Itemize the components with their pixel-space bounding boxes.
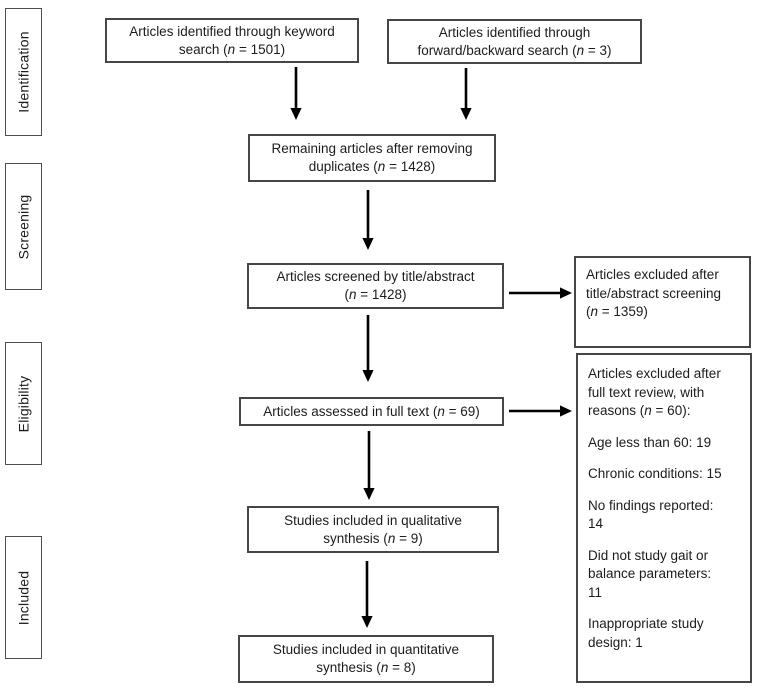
- line-text: duplicates (: [308, 159, 378, 174]
- flow-box-fulltext-assessed: Articles assessed in full text (n = 69): [239, 397, 504, 426]
- side-box-excluded-fulltext: Articles excluded after full text review…: [576, 353, 752, 683]
- exclusion-reason-age: Age less than 60: 19: [588, 434, 712, 450]
- line-text: Articles assessed in full text (: [263, 403, 438, 419]
- stage-box-eligibility: Eligibility: [5, 342, 42, 465]
- stage-label-screening: Screening: [15, 194, 32, 259]
- box-line: (n = 1428): [249, 286, 502, 304]
- box-line: Articles screened by title/abstract: [276, 269, 475, 284]
- n-symbol: n: [387, 530, 396, 546]
- flow-box-qualitative: Studies included in qualitative synthesi…: [247, 506, 499, 553]
- n-symbol: n: [380, 660, 389, 675]
- line-text: = 1501): [235, 41, 286, 57]
- box-line: Articles excluded after: [588, 366, 721, 381]
- box-line: reasons (n = 60):: [588, 402, 740, 421]
- side-box-excluded-screening: Articles excluded after title/abstract s…: [574, 256, 751, 348]
- box-line: (n = 1359): [586, 303, 739, 322]
- box-line: forward/backward search (n = 3): [389, 42, 640, 60]
- arrow-fulltext-to-excluded: [509, 405, 572, 417]
- stage-label-identification: Identification: [15, 31, 32, 113]
- box-line: Remaining articles after removing: [271, 141, 473, 156]
- line-text: = 1359): [598, 304, 648, 319]
- excluded-fulltext-header: Articles excluded after full text review…: [588, 365, 740, 421]
- line-text: (: [344, 287, 350, 302]
- flow-box-identified-keyword: Articles identified through keyword sear…: [105, 18, 359, 63]
- arrow-screened-to-excluded: [509, 287, 572, 299]
- line-text: = 3): [584, 42, 612, 58]
- box-line: title/abstract screening: [586, 285, 722, 301]
- line-text: = 8): [388, 660, 416, 675]
- n-symbol: n: [349, 287, 357, 302]
- arrow-qualitative-to-quantitative: [361, 561, 373, 628]
- arrow-dedup-to-screened: [362, 190, 374, 250]
- box-line: search (n = 1501): [107, 41, 357, 59]
- line-text: = 1428): [356, 287, 407, 302]
- box-line: synthesis (n = 8): [240, 659, 492, 677]
- box-line: Articles identified through keyword: [129, 23, 335, 39]
- n-symbol: n: [576, 42, 585, 58]
- exclusion-reason-no-findings: No findings reported: 14: [588, 497, 714, 532]
- line-text: = 1428): [385, 159, 436, 174]
- exclusion-reason-study-design: Inappropriate study design: 1: [588, 616, 704, 650]
- box-line: duplicates (n = 1428): [250, 158, 494, 176]
- n-symbol: n: [590, 304, 599, 319]
- arrow-keyword-to-dedup: [290, 67, 302, 120]
- n-symbol: n: [437, 403, 445, 419]
- line-text: synthesis (: [316, 660, 381, 675]
- line-text: = 69): [444, 403, 480, 419]
- flow-box-deduplicated: Remaining articles after removing duplic…: [248, 134, 496, 182]
- box-line: Studies included in quantitative: [272, 642, 460, 657]
- box-line: full text review, with: [588, 384, 705, 400]
- stage-label-included: Included: [15, 570, 32, 625]
- stage-box-identification: Identification: [5, 8, 42, 136]
- box-line: Articles assessed in full text (n = 69): [241, 403, 502, 421]
- flow-box-screened: Articles screened by title/abstract (n =…: [247, 263, 504, 309]
- flow-box-quantitative: Studies included in quantitative synthes…: [238, 635, 494, 683]
- line-text: search (: [178, 41, 228, 57]
- stage-label-eligibility: Eligibility: [15, 375, 32, 432]
- arrow-fulltext-to-qualitative: [363, 431, 375, 500]
- flow-box-identified-citation: Articles identified through forward/back…: [387, 19, 642, 64]
- line-text: = 9): [395, 530, 423, 546]
- arrow-screened-to-fulltext: [362, 315, 374, 382]
- stage-box-included: Included: [5, 536, 42, 659]
- line-text: (: [586, 304, 591, 319]
- line-text: = 60):: [651, 403, 691, 418]
- exclusion-reason-chronic: Chronic conditions: 15: [588, 466, 722, 481]
- box-line: Articles identified through: [438, 24, 591, 40]
- box-line: Studies included in qualitative: [284, 512, 462, 528]
- n-symbol: n: [377, 159, 386, 174]
- n-symbol: n: [644, 403, 652, 418]
- box-line: Articles excluded after: [586, 267, 719, 282]
- arrow-citation-to-dedup: [460, 68, 472, 120]
- line-text: forward/backward search (: [417, 42, 577, 58]
- box-line: synthesis (n = 9): [249, 530, 497, 548]
- line-text: reasons (: [588, 403, 645, 418]
- line-text: synthesis (: [323, 530, 388, 546]
- n-symbol: n: [227, 41, 236, 57]
- exclusion-reason-not-gait-balance: Did not study gait or balance parameters…: [588, 547, 712, 600]
- stage-box-screening: Screening: [5, 163, 42, 290]
